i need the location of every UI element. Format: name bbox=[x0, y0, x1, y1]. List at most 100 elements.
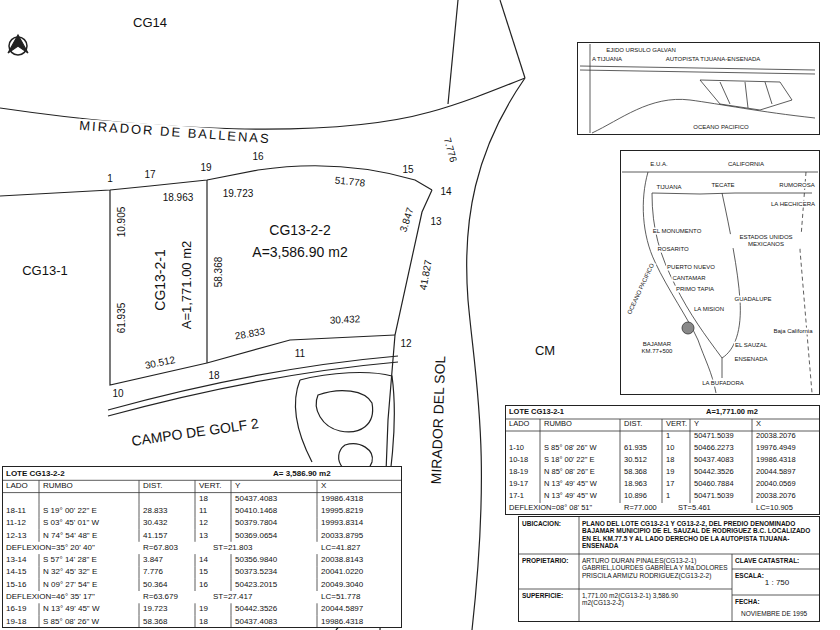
table-cell: 19995.8219 bbox=[321, 506, 363, 515]
coordinate-table: LOTE CG13-2-2A= 3,586.90 m2LADORUMBODIST… bbox=[2, 466, 402, 628]
table-cell: S 85° 08' 26" W bbox=[43, 617, 99, 626]
table-cell: R=77.000 bbox=[624, 504, 657, 513]
place-name: EL MONUMENTO bbox=[652, 228, 703, 235]
title-text: CLAVE CATASTRAL: bbox=[735, 557, 799, 564]
grid-line bbox=[317, 603, 318, 615]
table-cell: S 19° 00' 22" E bbox=[43, 506, 97, 515]
grid-line bbox=[620, 479, 621, 491]
table-cell: 18-11 bbox=[6, 506, 26, 515]
title-text: FECHA: bbox=[735, 598, 760, 605]
table-cell: 50442.3526 bbox=[235, 604, 277, 613]
grid-line bbox=[139, 579, 140, 591]
table-cell: 18 bbox=[199, 617, 208, 626]
table-cell: 17 bbox=[666, 480, 674, 489]
table-cell: 19993.8314 bbox=[321, 518, 363, 527]
area-label: CAMPO DE GOLF 2 bbox=[129, 416, 260, 448]
table-cell: 50437.4083 bbox=[235, 617, 277, 626]
grid-line bbox=[231, 566, 232, 578]
grid-line bbox=[690, 455, 691, 467]
table-cell: VERT. bbox=[199, 481, 222, 490]
table-cell: 20044.5897 bbox=[321, 604, 363, 613]
lot-line bbox=[500, 0, 525, 78]
road bbox=[652, 193, 812, 194]
dimension-label: 30.512 bbox=[143, 355, 177, 372]
dimension-label: 13 bbox=[429, 217, 442, 227]
table-cell: DIST. bbox=[624, 420, 642, 429]
grid-line bbox=[317, 530, 318, 542]
grid-line bbox=[620, 443, 621, 455]
grid-line bbox=[139, 505, 140, 517]
grid-line bbox=[231, 579, 232, 591]
table-cell: 20041.0220 bbox=[321, 567, 363, 576]
grid-line bbox=[690, 491, 691, 503]
grid-line bbox=[195, 517, 196, 529]
grid-line bbox=[317, 554, 318, 566]
golf-path bbox=[108, 362, 398, 416]
area-label: CM bbox=[534, 344, 556, 357]
grid-line bbox=[317, 616, 318, 627]
table-cell: S 03° 45' 01" W bbox=[43, 518, 99, 527]
grid-line bbox=[317, 493, 318, 505]
table-cell: 50437.4083 bbox=[694, 456, 734, 465]
table-cell: 20049.3040 bbox=[321, 580, 363, 589]
grid-line bbox=[662, 455, 663, 467]
table-cell: N 32° 45' 32" E bbox=[43, 567, 97, 576]
table-cell: 50460.7884 bbox=[694, 480, 734, 489]
grid-line bbox=[752, 443, 753, 455]
golf-feature bbox=[316, 391, 372, 432]
table-cell: 18 bbox=[199, 494, 208, 503]
grid-line bbox=[752, 479, 753, 491]
table-cell: LOTE CG13-2-1 bbox=[509, 408, 564, 417]
table-cell: 50471.5039 bbox=[694, 432, 734, 441]
table-cell: N 85° 08' 26" E bbox=[544, 468, 595, 477]
table-cell: 14-15 bbox=[6, 567, 26, 576]
table-cell: 50423.2015 bbox=[235, 580, 277, 589]
dimension-label: 51.778 bbox=[333, 175, 366, 188]
table-cell: 10-18 bbox=[509, 456, 528, 465]
table-cell: 41.157 bbox=[143, 531, 167, 540]
place-name: Baja California bbox=[770, 328, 817, 335]
table-cell: N 13° 49' 45" W bbox=[544, 480, 597, 489]
area-label: A=3,586.90 m2 bbox=[251, 245, 348, 259]
dimension-label: 17 bbox=[143, 170, 156, 180]
grid-line bbox=[195, 616, 196, 627]
grid-line bbox=[231, 505, 232, 517]
grid-line bbox=[317, 517, 318, 529]
grid-line bbox=[139, 603, 140, 615]
place-name: OCEANO PACIFICO bbox=[626, 261, 657, 316]
grid-line bbox=[620, 467, 621, 479]
grid-line bbox=[752, 491, 753, 503]
grid-line bbox=[690, 479, 691, 491]
dimension-label: 30.432 bbox=[328, 314, 361, 326]
table-cell: 50373.5234 bbox=[235, 567, 277, 576]
table-cell: 30.432 bbox=[143, 518, 167, 527]
grid-line bbox=[39, 505, 40, 517]
grid-line bbox=[519, 589, 732, 590]
dimension-label: 16 bbox=[251, 152, 264, 162]
area-label: A=1,771.00 m2 bbox=[180, 240, 193, 331]
grid-line bbox=[3, 492, 401, 493]
title-text: ARTURO DURAN PINALES(CG13-2-1) GABRIEL,L… bbox=[582, 557, 730, 579]
table-cell: X bbox=[756, 420, 761, 429]
table-cell: DEFLEXION=35° 20' 40" bbox=[6, 543, 95, 552]
grid-line bbox=[690, 467, 691, 479]
table-cell: 1-10 bbox=[509, 444, 524, 453]
grid-line bbox=[195, 493, 196, 505]
table-cell: 3.847 bbox=[143, 555, 163, 564]
title-text: 1,771.00 m2(CG13-2-1) 3,586.90 m2(CG13-2… bbox=[582, 592, 682, 607]
place-name: LA HECHICERA bbox=[770, 201, 816, 208]
grid-line bbox=[752, 455, 753, 467]
table-cell: N 13° 49' 45" W bbox=[43, 604, 99, 613]
dimension-label: 10 bbox=[111, 389, 124, 399]
grid-line bbox=[540, 455, 541, 467]
table-cell: N 09° 27' 54" E bbox=[43, 580, 97, 589]
table-cell: 18 bbox=[666, 456, 674, 465]
road-edge bbox=[467, 78, 525, 630]
grid-line bbox=[540, 431, 541, 443]
grid-line bbox=[139, 517, 140, 529]
title-text: ESCALA: bbox=[735, 572, 764, 579]
table-cell: 20038.2076 bbox=[756, 432, 796, 441]
place-name: BAJAMAR KM.77+500 bbox=[634, 341, 680, 355]
place-name: LA BUFADORA bbox=[701, 380, 745, 387]
